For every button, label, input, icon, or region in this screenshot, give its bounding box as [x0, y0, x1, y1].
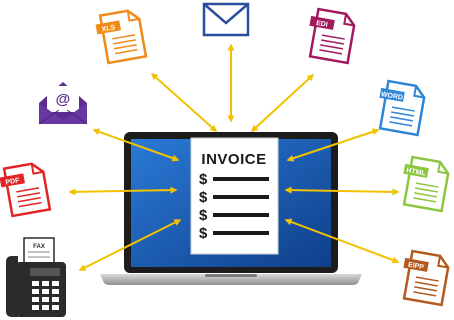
arrow: [68, 186, 178, 196]
fax-keypad: [32, 281, 59, 310]
word-label: WORD: [380, 91, 403, 102]
fax-key: [32, 305, 39, 310]
pdf-document-icon: PDF: [0, 162, 52, 218]
eipp-label: EIPP: [407, 262, 424, 272]
fax-key: [52, 305, 59, 310]
invoice-line-item: $: [199, 225, 269, 242]
fax-key: [42, 281, 49, 286]
at-symbol: @: [56, 91, 71, 108]
fax-key: [42, 289, 49, 294]
format-documents: XLS EDI WORD PDF HTML EIPP: [0, 7, 450, 307]
arrow: [150, 73, 218, 132]
fax-key: [32, 297, 39, 302]
fax-label: FAX: [33, 244, 45, 250]
xls-label: XLS: [101, 24, 116, 33]
invoice-line-bar: [213, 213, 269, 217]
xls-document-icon: XLS: [95, 9, 148, 65]
invoice-line-item: $: [199, 189, 269, 206]
fax-key: [32, 289, 39, 294]
fax-key: [52, 281, 59, 286]
invoice-line-bar: [213, 177, 269, 181]
dollar-sign: $: [199, 189, 208, 206]
arrow: [284, 186, 400, 196]
laptop-base: [100, 274, 362, 285]
invoice-line-item: $: [199, 171, 269, 188]
fax-key: [52, 289, 59, 294]
distribution-arrows: [68, 43, 400, 271]
fax-machine-icon: FAX: [6, 237, 66, 317]
dollar-sign: $: [199, 207, 208, 224]
invoice-line-items: $$$$: [199, 171, 269, 242]
fax-key: [42, 305, 49, 310]
html-label: HTML: [406, 167, 427, 177]
edi-document-icon: EDI: [308, 7, 356, 65]
fax-handset: [6, 256, 18, 317]
pdf-label: PDF: [5, 177, 21, 186]
invoice-line-item: $: [199, 207, 269, 224]
edi-label: EDI: [315, 20, 328, 29]
arrow: [284, 218, 400, 264]
arrow: [78, 219, 182, 271]
at-envelope-icon: @: [38, 82, 88, 125]
word-document-icon: WORD: [378, 79, 426, 137]
fax-key: [42, 297, 49, 302]
eipp-document-icon: EIPP: [402, 249, 450, 307]
dollar-sign: $: [199, 225, 208, 242]
invoice-line-bar: [213, 231, 269, 235]
arrow: [250, 73, 315, 133]
html-document-icon: HTML: [402, 155, 450, 213]
arrow: [286, 128, 380, 162]
dollar-sign: $: [199, 171, 208, 188]
invoice-line-bar: [213, 195, 269, 199]
fax-key: [52, 297, 59, 302]
fax-key: [32, 281, 39, 286]
invoice-document: INVOICE $$$$: [190, 137, 279, 255]
arrow: [92, 128, 180, 162]
invoice-title: INVOICE: [201, 151, 266, 168]
email-envelope-icon: [202, 2, 250, 37]
